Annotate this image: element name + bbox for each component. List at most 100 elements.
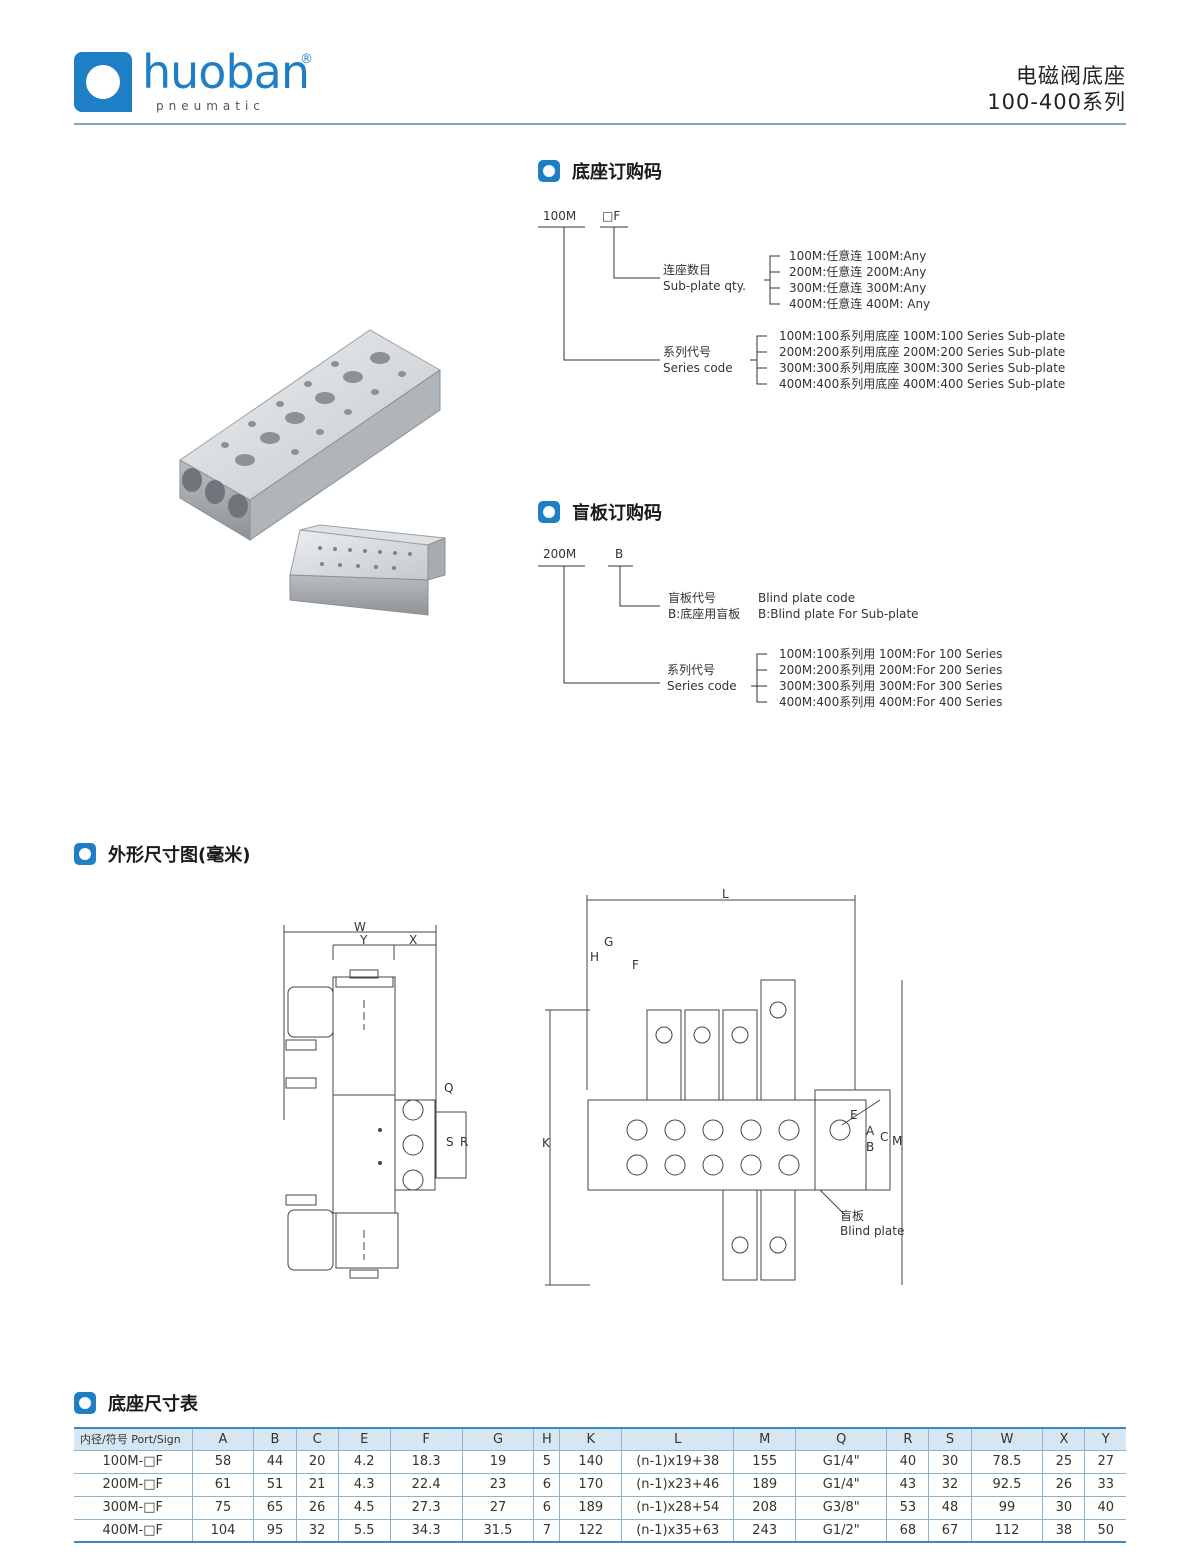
dim-label: S xyxy=(446,1135,454,1149)
value-cell: 99 xyxy=(970,1495,1043,1519)
section-title: 底座订购码 xyxy=(572,162,662,183)
value-cell: 32 xyxy=(295,1518,339,1543)
value-cell: 4.2 xyxy=(337,1449,391,1473)
column-header: S xyxy=(928,1428,972,1450)
value-cell: 65 xyxy=(253,1495,297,1519)
registered-mark: ® xyxy=(300,52,313,67)
section-dimension-table: 底座尺寸表 xyxy=(74,1390,198,1416)
value-cell: 5.5 xyxy=(337,1518,391,1543)
value-cell: 33 xyxy=(1084,1472,1126,1496)
code-part-series: 100M xyxy=(543,209,576,223)
qty-label-en: Sub-plate qty. xyxy=(663,279,746,293)
series-option: 300M:300系列用 300M:For 300 Series xyxy=(779,679,1003,693)
page-title: 电磁阀底座 100-400系列 xyxy=(987,63,1126,115)
dim-label: C xyxy=(880,1130,888,1144)
section-bullet-icon xyxy=(538,501,560,523)
value-cell: 140 xyxy=(559,1449,622,1473)
qty-option: 400M:任意连 400M: Any xyxy=(789,296,930,311)
qty-option: 300M:任意连 300M:Any xyxy=(789,280,926,295)
page-title-line2: 100-400系列 xyxy=(987,90,1126,114)
value-cell: 4.3 xyxy=(337,1472,391,1496)
column-header: K xyxy=(559,1428,622,1450)
value-cell: 104 xyxy=(191,1518,254,1543)
brand-name: huoban xyxy=(142,45,310,99)
series-option: 100M:100系列用底座 100M:100 Series Sub-plate xyxy=(779,328,1065,343)
column-header: X xyxy=(1042,1428,1085,1450)
value-cell: 6 xyxy=(533,1495,560,1519)
value-cell: 20 xyxy=(295,1449,339,1473)
value-cell: 5 xyxy=(533,1449,560,1473)
value-cell: 27.3 xyxy=(389,1495,463,1519)
dim-label: X xyxy=(409,933,417,947)
table-header-row: 内径/符号 Port/Sign A B C E F G H K L M Q R … xyxy=(74,1428,1126,1450)
series-option: 200M:200系列用 200M:For 200 Series xyxy=(779,663,1003,677)
value-cell: (n-1)x19+38 xyxy=(621,1449,734,1473)
column-header: L xyxy=(621,1428,734,1450)
qty-option: 200M:任意连 200M:Any xyxy=(789,264,926,279)
brand-logo-icon xyxy=(74,52,132,112)
value-cell: 27 xyxy=(1084,1449,1126,1473)
dim-label: M xyxy=(892,1134,902,1148)
value-cell: 112 xyxy=(970,1518,1043,1543)
value-cell: 67 xyxy=(928,1518,972,1543)
value-cell: 26 xyxy=(1042,1472,1085,1496)
series-option: 300M:300系列用底座 300M:300 Series Sub-plate xyxy=(779,360,1065,375)
series-option: 200M:200系列用底座 200M:200 Series Sub-plate xyxy=(779,344,1065,359)
value-cell: 34.3 xyxy=(389,1518,463,1543)
column-header: A xyxy=(191,1428,254,1450)
blind-plate-label-en: Blind plate xyxy=(840,1224,904,1238)
column-header: R xyxy=(886,1428,929,1450)
value-cell: 189 xyxy=(559,1495,622,1519)
value-cell: 61 xyxy=(191,1472,254,1496)
model-cell: 300M-□F xyxy=(74,1495,192,1519)
value-cell: 25 xyxy=(1042,1449,1085,1473)
section-title: 外形尺寸图(毫米) xyxy=(108,845,251,866)
blind-label-cn: 盲板代号 xyxy=(668,590,716,605)
section-order-code-subplate: 底座订购码 xyxy=(538,158,662,184)
value-cell: 26 xyxy=(295,1495,339,1519)
model-cell: 400M-□F xyxy=(74,1518,192,1543)
value-cell: 51 xyxy=(253,1472,297,1496)
value-cell: 7 xyxy=(533,1518,560,1543)
column-header: Y xyxy=(1084,1428,1126,1450)
value-cell: 43 xyxy=(886,1472,929,1496)
value-cell: 92.5 xyxy=(970,1472,1043,1496)
blindplate-code-diagram: 200M B 盲板代号 B:底座用盲板 Blind plate code B:B… xyxy=(538,547,1003,709)
dim-label: H xyxy=(590,950,599,964)
dim-label: W xyxy=(354,920,366,934)
blind-label-en2: B:Blind plate For Sub-plate xyxy=(758,607,919,621)
value-cell: 122 xyxy=(559,1518,622,1543)
value-cell: 21 xyxy=(295,1472,339,1496)
value-cell: G1/4" xyxy=(795,1449,887,1473)
code-part-blind: B xyxy=(615,547,623,561)
product-photo xyxy=(179,329,446,616)
value-cell: 58 xyxy=(191,1449,254,1473)
dim-label: Q xyxy=(444,1081,453,1095)
value-cell: (n-1)x23+46 xyxy=(621,1472,734,1496)
column-header: F xyxy=(389,1428,463,1450)
value-cell: 40 xyxy=(886,1449,929,1473)
series-label-cn: 系列代号 xyxy=(663,345,711,359)
qty-label-cn: 连座数目 xyxy=(663,262,711,277)
value-cell: G1/2" xyxy=(795,1518,887,1543)
value-cell: 27 xyxy=(461,1495,534,1519)
series-option: 100M:100系列用 100M:For 100 Series xyxy=(779,647,1003,661)
value-cell: 50 xyxy=(1084,1518,1126,1543)
model-cell: 100M-□F xyxy=(74,1449,192,1473)
value-cell: 208 xyxy=(733,1495,796,1519)
section-bullet-icon xyxy=(74,843,96,865)
value-cell: 22.4 xyxy=(389,1472,463,1496)
section-bullet-icon xyxy=(74,1392,96,1414)
front-view-drawing: L G H F K E A B C M 盲板 Blind plate xyxy=(542,887,904,1286)
value-cell: 95 xyxy=(253,1518,297,1543)
column-header: W xyxy=(970,1428,1043,1450)
dim-label: A xyxy=(866,1124,875,1138)
value-cell: 19 xyxy=(461,1449,534,1473)
value-cell: 4.5 xyxy=(337,1495,391,1519)
dim-label: K xyxy=(542,1136,551,1150)
section-title: 盲板订购码 xyxy=(572,503,662,524)
